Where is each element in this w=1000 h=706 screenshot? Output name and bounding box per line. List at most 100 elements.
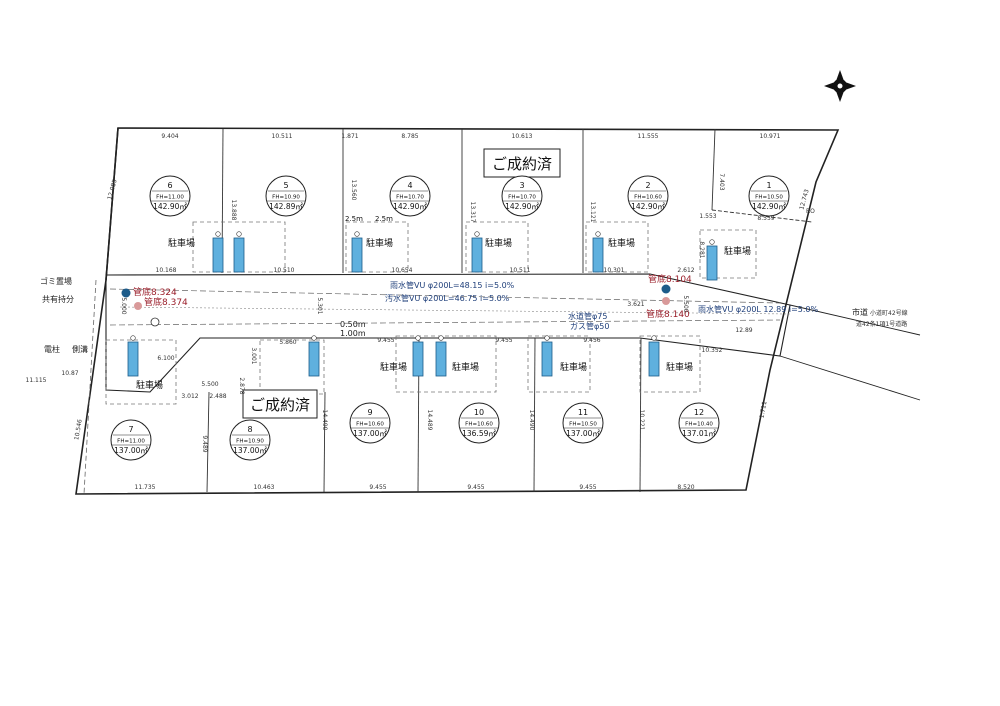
dimension-label: 10.352 [702,347,723,354]
parking-slot [233,231,245,273]
dimension-label: 5.500 [201,381,218,388]
sold-badge-north: ご成約済 [483,148,561,178]
parking-label: 駐車場 [136,379,163,391]
dimension-label: 5.000 [120,297,127,314]
lot-area: 137.00㎡ [114,446,148,455]
lot-area: 137.01㎡ [682,429,716,438]
lot-number: 12 [694,408,704,417]
site-boundary [75,127,840,495]
lot-fh: FH=10.90 [236,439,264,445]
dimension-label: 11.735 [135,484,156,491]
parking-label: 駐車場 [560,361,587,373]
lot-number: 10 [474,408,484,417]
road-name-label: 小道町42号線 [870,309,908,317]
dimension-label: 13.121 [589,202,596,223]
dimension-label: 3.621 [627,301,644,308]
lot-fh: FH=10.40 [685,422,713,428]
dimension-label: 10.613 [512,133,533,140]
dimension-label: 5.860 [279,339,296,346]
dimension-label: 3.001 [250,347,257,364]
lot-number: 1 [766,181,771,190]
parking-slot: 駐車場 [127,335,163,391]
dimension-label: 8.281 [698,241,705,258]
lot-fh: FH=10.70 [508,195,536,201]
parking-slot: 駐車場 [648,335,693,377]
dimension-label: 14.489 [426,410,433,431]
parking-slot: 駐車場 [541,335,587,377]
parking-label: 駐車場 [168,237,195,249]
dimension-label: 1.553 [699,213,716,220]
compass-rose-icon [824,70,856,102]
dimension-label: 10.168 [156,267,177,274]
parking-label: 駐車場 [666,361,693,373]
lot-fh: FH=10.60 [465,422,493,428]
lot-fh: FH=10.90 [272,195,300,201]
lot-area: 137.00㎡ [233,446,267,455]
ro-label: RO [806,208,815,215]
dimension-label: 12.89 [735,327,752,334]
lot-fh: FH=10.70 [396,195,424,201]
parking-slot: 駐車場 [380,335,424,377]
lot-area: 142.90㎡ [393,202,427,211]
dimension-label: 11.115 [26,377,47,384]
dimension-label: 11.555 [638,133,659,140]
parking-label: 駐車場 [452,361,479,373]
lot-fh: FH=11.00 [117,439,145,445]
lot-area: 142.90㎡ [752,202,786,211]
dimension-label: 3.012 [181,393,198,400]
kandai-8104: 管底8.104 [648,273,692,285]
parking-slot: 駐車場 [435,335,479,377]
lot-number: 5 [283,181,288,190]
road-edge-100: 1.00m [340,329,366,338]
lot-fh: FH=10.50 [569,422,597,428]
road-edge-050: 0.50m [340,320,366,329]
dimension-label: 10.510 [274,267,295,274]
valve-icon [150,317,160,327]
dimension-label: 10.654 [392,267,413,274]
lot-number: 7 [128,425,133,434]
lot-area: 136.59㎡ [462,429,496,438]
lot-fh: FH=11.00 [156,195,184,201]
road-width-a: 2.5m [345,215,363,223]
lot-area: 142.89㎡ [269,202,303,211]
parking-slot: 駐車場 [592,231,635,273]
dimension-label: 9.489 [201,435,208,452]
dimension-label: 10.87 [61,370,78,377]
lot-number: 3 [519,181,524,190]
dimension-label: 8.785 [401,133,418,140]
dimension-label: 9.455 [369,484,386,491]
parking-slot: 駐車場 [471,231,512,273]
dimension-label: 1.711 [759,400,769,418]
lot-fh: FH=10.50 [755,195,783,201]
dimension-label: 9.455 [495,337,512,344]
lot-area: 142.90㎡ [631,202,665,211]
dimension-label: 9.404 [161,133,178,140]
lot-number: 8 [247,425,252,434]
road-width-b: 2.5m [375,215,393,223]
dimension-label: 6.100 [157,355,174,362]
dimension-label: 9.455 [579,484,596,491]
dimension-label: 10.546 [73,419,84,441]
parking-label: 駐車場 [366,237,393,249]
dimension-label: 2.878 [238,377,245,394]
parking-slot [308,335,320,377]
dimension-label: 10.511 [510,267,531,274]
kandai-8374: 管底8.374 [144,296,188,308]
lot-fh: FH=10.60 [356,422,384,428]
lot-area: 142.90㎡ [153,202,187,211]
dimension-label: 2.488 [209,393,226,400]
manhole-icon [134,302,142,310]
dimension-label: 7.403 [718,173,725,190]
lot-fh: FH=10.60 [634,195,662,201]
lot-area: 137.00㎡ [353,429,387,438]
